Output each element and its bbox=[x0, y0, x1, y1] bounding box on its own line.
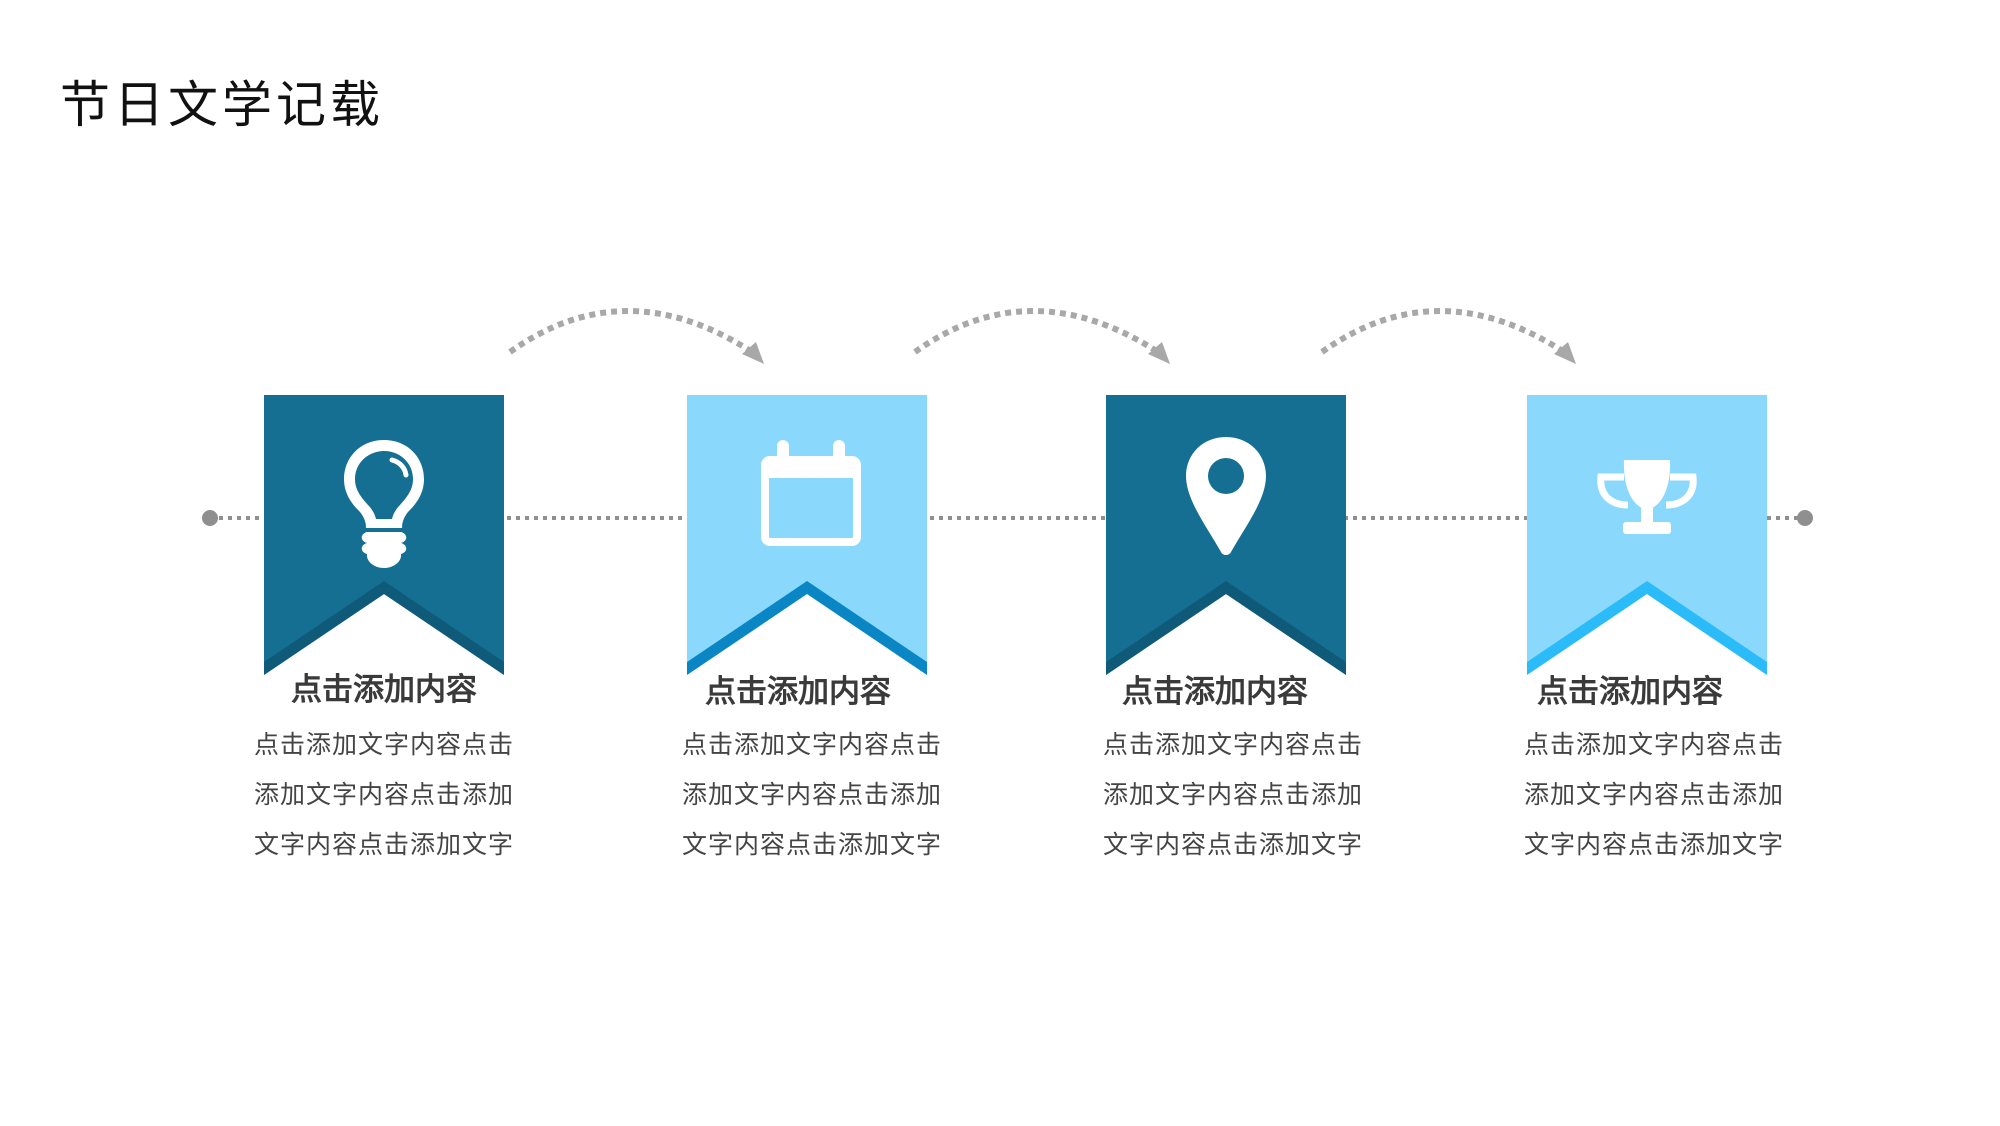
step-2-body-line: 添加文字内容点击添加 bbox=[681, 780, 942, 809]
step-3-body-line: 文字内容点击添加文字 bbox=[1102, 830, 1363, 859]
timeline-start-dot bbox=[202, 510, 218, 526]
step-banner-4 bbox=[1527, 395, 1767, 675]
step-4-heading: 点击添加内容 bbox=[1537, 674, 1723, 710]
step-3-body-line: 添加文字内容点击添加 bbox=[1102, 780, 1363, 809]
curved-arrow-1 bbox=[508, 308, 764, 364]
step-3-body-line: 点击添加文字内容点击 bbox=[1102, 730, 1363, 759]
step-1-body: 点击添加文字内容点击 添加文字内容点击添加 文字内容点击添加文字 bbox=[194, 720, 574, 870]
step-3-body: 点击添加文字内容点击 添加文字内容点击添加 文字内容点击添加文字 bbox=[1043, 720, 1423, 870]
step-4-body-line: 文字内容点击添加文字 bbox=[1523, 830, 1784, 859]
step-3-heading: 点击添加内容 bbox=[1122, 674, 1308, 710]
location-pin-icon bbox=[1186, 437, 1266, 555]
step-4-body-line: 点击添加文字内容点击 bbox=[1523, 730, 1784, 759]
step-4-body: 点击添加文字内容点击 添加文字内容点击添加 文字内容点击添加文字 bbox=[1464, 720, 1844, 870]
lightbulb-icon bbox=[344, 440, 424, 568]
step-1-heading: 点击添加内容 bbox=[291, 672, 477, 708]
step-banner-3 bbox=[1106, 395, 1346, 675]
slide-title: 节日文学记载 bbox=[60, 76, 384, 134]
step-1-body-line: 添加文字内容点击添加 bbox=[253, 780, 514, 809]
curved-arrow-2 bbox=[913, 308, 1170, 364]
step-banner-1 bbox=[264, 395, 504, 675]
step-2-body-line: 点击添加文字内容点击 bbox=[681, 730, 942, 759]
step-2-heading: 点击添加内容 bbox=[705, 674, 891, 710]
curved-arrow-3 bbox=[1320, 308, 1576, 364]
step-banner-2 bbox=[687, 395, 927, 675]
calendar-icon bbox=[761, 440, 861, 546]
trophy-icon bbox=[1597, 460, 1697, 534]
step-1-body-line: 文字内容点击添加文字 bbox=[253, 830, 514, 859]
step-4-body-line: 添加文字内容点击添加 bbox=[1523, 780, 1784, 809]
step-1-body-line: 点击添加文字内容点击 bbox=[253, 730, 514, 759]
step-2-body-line: 文字内容点击添加文字 bbox=[681, 830, 942, 859]
timeline-end-dot bbox=[1797, 510, 1813, 526]
step-2-body: 点击添加文字内容点击 添加文字内容点击添加 文字内容点击添加文字 bbox=[622, 720, 1002, 870]
